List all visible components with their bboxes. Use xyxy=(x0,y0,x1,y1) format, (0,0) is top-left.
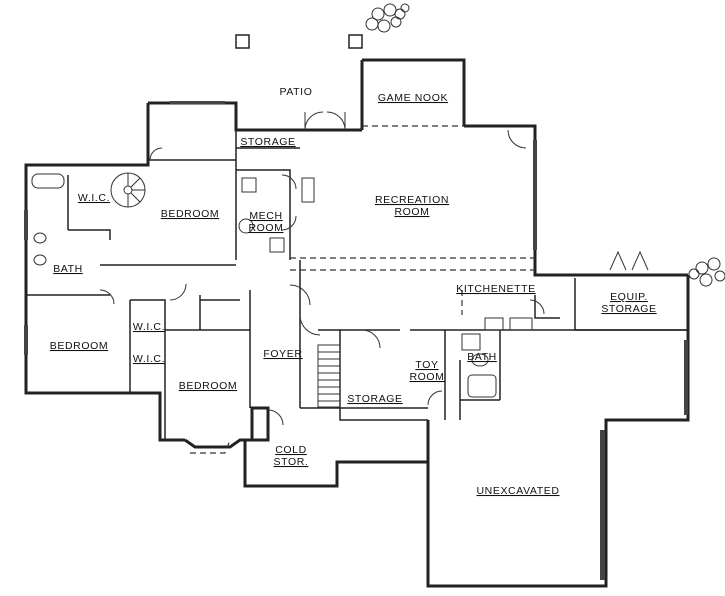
label-unexcavated: UNEXCAVATED xyxy=(476,485,559,497)
shrub-top xyxy=(365,3,410,33)
label-bedroom-mid: BEDROOM xyxy=(179,380,237,392)
stair xyxy=(317,344,341,408)
label-recreation: RECREATION xyxy=(375,194,449,206)
interior-walls xyxy=(26,130,688,440)
label-foyer: FOYER xyxy=(263,348,302,360)
door-swings xyxy=(99,111,649,426)
exterior-walls xyxy=(24,58,690,588)
label-cold-stor: STOR. xyxy=(274,456,309,468)
fixtures xyxy=(31,173,533,398)
label-wic-mid-1: W.I.C. xyxy=(133,321,165,333)
label-bedroom-top: BEDROOM xyxy=(161,208,219,220)
label-kitchenette: KITCHENETTE xyxy=(456,283,536,295)
spiral-stair xyxy=(110,172,146,208)
label-storage-top: STORAGE xyxy=(240,136,295,148)
label-bedroom-left: BEDROOM xyxy=(50,340,108,352)
label-wic-top: W.I.C. xyxy=(78,192,110,204)
label-toy: TOY xyxy=(415,359,438,371)
label-toy-room: ROOM xyxy=(409,371,444,383)
window-marks xyxy=(24,101,688,580)
label-equip-storage: STORAGE xyxy=(601,303,656,315)
label-patio: PATIO xyxy=(280,86,313,98)
patio-column-left xyxy=(235,34,250,49)
label-game-nook: GAME NOOK xyxy=(378,92,448,104)
label-storage-mid: STORAGE xyxy=(347,393,402,405)
label-recreation-room: ROOM xyxy=(394,206,429,218)
patio-column-right xyxy=(348,34,363,49)
shrub-right xyxy=(688,257,725,287)
room-labels: PATIO GAME NOOK STORAGE RECREATION ROOM … xyxy=(50,86,656,497)
label-mech-room: ROOM xyxy=(248,222,283,234)
label-equip: EQUIP. xyxy=(610,291,648,303)
label-mech: MECH xyxy=(249,210,282,222)
label-bath-right: BATH xyxy=(467,351,497,363)
label-bath-left: BATH xyxy=(53,263,83,275)
dashed-lines xyxy=(190,125,535,454)
label-wic-mid-2: W.I.C. xyxy=(133,353,165,365)
label-cold: COLD xyxy=(275,444,307,456)
